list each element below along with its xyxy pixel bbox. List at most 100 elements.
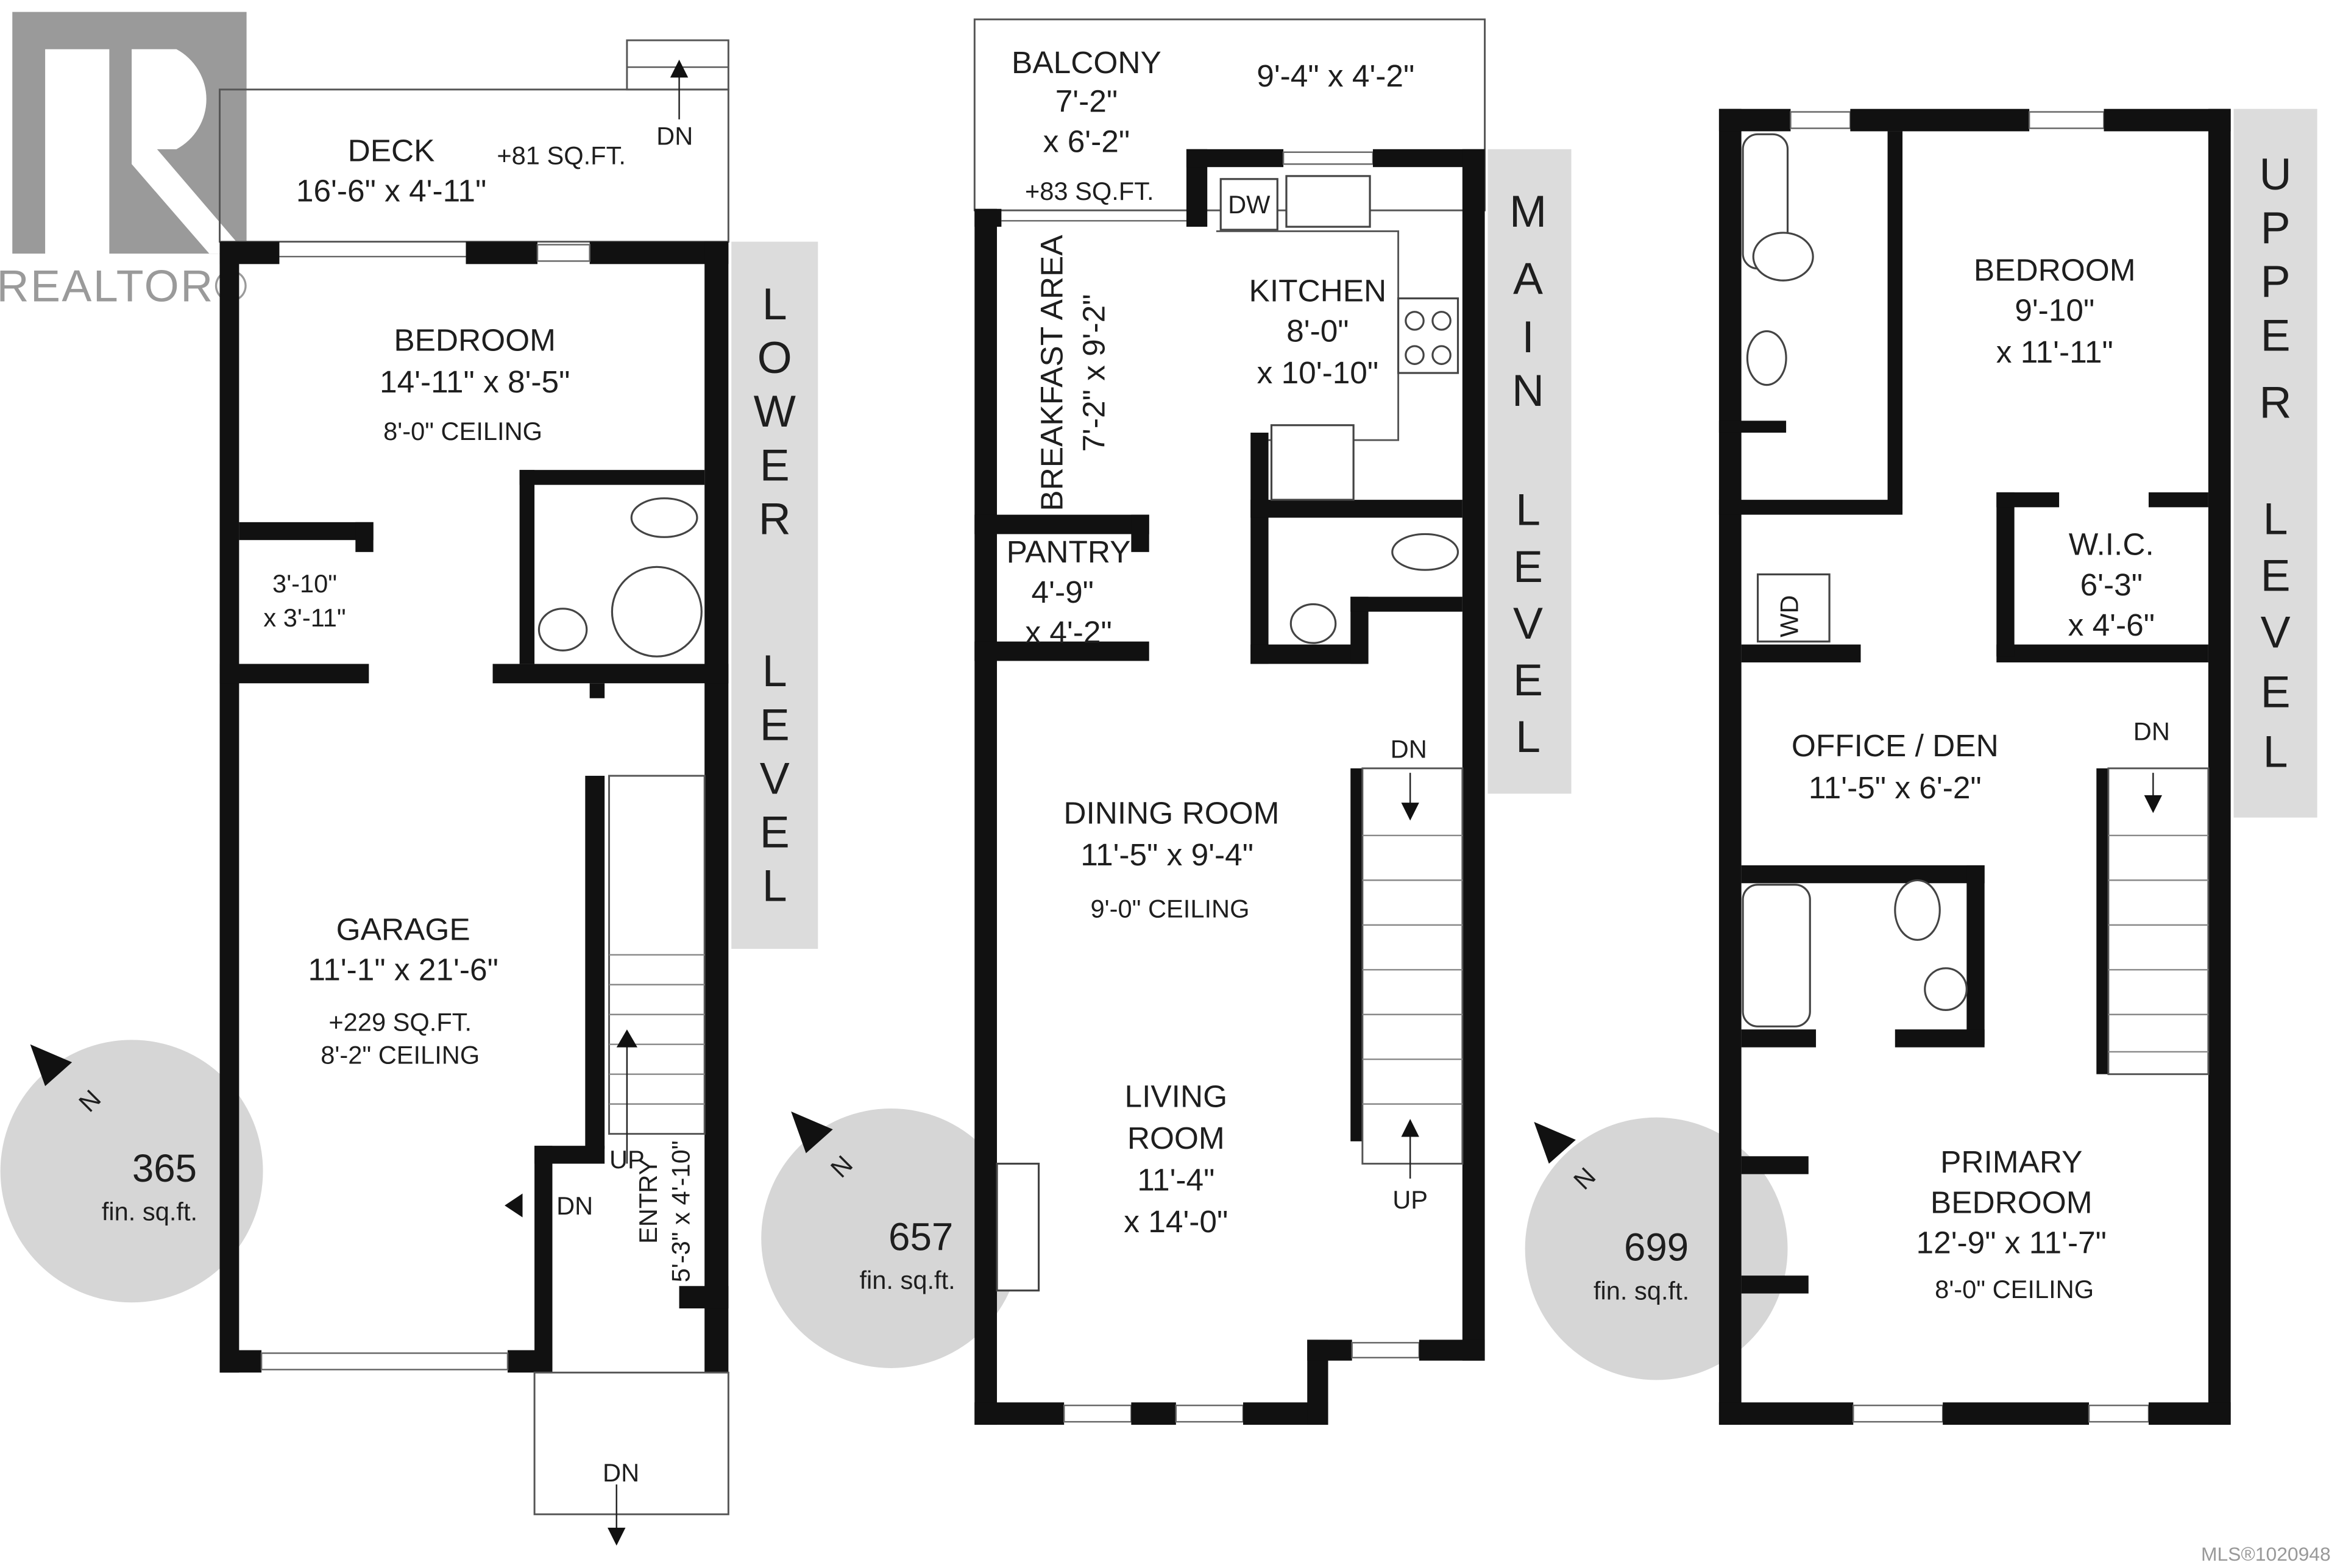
band-letter: V bbox=[1513, 598, 1543, 648]
stairs-up-label: UP bbox=[1392, 1185, 1428, 1214]
main-fixtures bbox=[996, 175, 1464, 1292]
balcony-label: BALCONY bbox=[1012, 44, 1161, 80]
arrow-down-icon bbox=[2144, 795, 2163, 814]
stove bbox=[1397, 297, 1459, 374]
living-label: ROOM bbox=[1127, 1120, 1225, 1155]
bedroom-ceiling: 8'-0" CEILING bbox=[383, 417, 542, 445]
dining-label: DINING ROOM bbox=[1063, 795, 1279, 830]
dining-ceiling: 9'-0" CEILING bbox=[1091, 895, 1250, 923]
north-arrow-icon bbox=[1534, 1122, 1576, 1164]
fireplace bbox=[996, 1162, 1040, 1292]
arrow-down-icon bbox=[1401, 803, 1419, 821]
band-letter: W bbox=[754, 386, 796, 436]
garage-extra: +229 SQ.FT. bbox=[328, 1008, 472, 1037]
band-letter: E bbox=[2261, 310, 2291, 360]
main-level: N 657 fin. sq.ft. M A I N L E V E L bbox=[761, 18, 1572, 1425]
band-letter: U bbox=[2260, 149, 2292, 199]
garage-size: 11'-1" x 21'-6" bbox=[308, 951, 498, 987]
deck-dn: DN bbox=[656, 121, 693, 150]
band-letter: E bbox=[1513, 655, 1543, 705]
primary-bedroom-label: PRIMARY bbox=[1940, 1144, 2082, 1179]
dishwasher-label: DW bbox=[1228, 190, 1271, 219]
pantry-label: PANTRY bbox=[1007, 534, 1131, 569]
band-letter: E bbox=[760, 440, 790, 490]
lower-area: 365 bbox=[132, 1147, 197, 1190]
pantry-size: x 4'-2" bbox=[1025, 614, 1112, 650]
band-letter: M bbox=[1509, 186, 1547, 236]
north-arrow-icon bbox=[791, 1111, 833, 1154]
level-band bbox=[731, 241, 818, 949]
lower-level: N 365 fin. sq.ft. L O W E R L E V E L bbox=[0, 39, 818, 1546]
band-letter: L bbox=[762, 861, 787, 911]
breakfast-label: BREAKFAST AREA bbox=[1034, 235, 1069, 511]
lower-fixtures bbox=[505, 497, 729, 1546]
balcony-size-alt: 9'-4" x 4'-2" bbox=[1257, 58, 1414, 93]
band-letter: L bbox=[762, 279, 787, 329]
main-area-unit: fin. sq.ft. bbox=[859, 1266, 955, 1294]
band-letter: N bbox=[1512, 366, 1544, 416]
bedroom-size: x 11'-11" bbox=[1996, 334, 2113, 369]
primary-bedroom-size: 12'-9" x 11'-7" bbox=[1916, 1224, 2107, 1260]
balcony-size: 7'-2" bbox=[1055, 83, 1118, 119]
washer-dryer bbox=[1756, 573, 1831, 643]
deck-outline bbox=[219, 88, 729, 243]
band-letter: L bbox=[2263, 726, 2288, 776]
band-letter: V bbox=[760, 753, 790, 803]
deck-stairs bbox=[626, 39, 729, 91]
deck-label: DECK bbox=[348, 132, 435, 168]
kitchen-size: 8'-0" bbox=[1286, 313, 1349, 349]
band-letter: E bbox=[760, 700, 790, 750]
band-letter: P bbox=[2261, 257, 2291, 307]
office-label: OFFICE / DEN bbox=[1792, 728, 1999, 763]
living-size: x 14'-0" bbox=[1124, 1204, 1228, 1239]
band-letter: L bbox=[762, 646, 787, 696]
garage-label: GARAGE bbox=[336, 911, 470, 946]
band-letter: L bbox=[1516, 712, 1540, 762]
washer-dryer-label: WD bbox=[1775, 595, 1804, 637]
arrow-up-icon bbox=[670, 59, 689, 78]
arrow-up-icon bbox=[1401, 1119, 1419, 1137]
stairs-dn-label: DN bbox=[2133, 717, 2170, 745]
closet-size: 3'-10" bbox=[272, 569, 337, 598]
upper-area: 699 bbox=[1624, 1226, 1689, 1269]
level-band bbox=[1487, 149, 1572, 794]
band-letter: E bbox=[760, 807, 790, 857]
upper-band-text: U P P E R L E V E L bbox=[2260, 149, 2292, 776]
mls-number: MLS®1020948 bbox=[2201, 1543, 2331, 1565]
band-letter: R bbox=[2260, 377, 2292, 427]
band-letter: E bbox=[2261, 550, 2291, 600]
deck-size: 16'-6" x 4'-11" bbox=[296, 172, 486, 208]
entry-size: 5'-3" x 4'-10" bbox=[667, 1141, 695, 1283]
primary-bedroom-ceiling: 8'-0" CEILING bbox=[1935, 1275, 2094, 1304]
bedroom-label: BEDROOM bbox=[394, 322, 556, 357]
balcony-size: x 6'-2" bbox=[1043, 124, 1130, 159]
main-area: 657 bbox=[888, 1216, 953, 1259]
garage-ceiling: 8'-2" CEILING bbox=[321, 1041, 480, 1070]
arrow-up-icon bbox=[616, 1029, 638, 1048]
entry-label: ENTRY bbox=[634, 1158, 662, 1244]
lower-area-unit: fin. sq.ft. bbox=[102, 1197, 197, 1226]
kitchen-size: x 10'-10" bbox=[1257, 355, 1379, 390]
stairs-up-label: UP bbox=[609, 1145, 645, 1174]
bedroom-size: 14'-11" x 8'-5" bbox=[380, 364, 570, 399]
sink bbox=[1285, 175, 1371, 228]
lower-band-text: L O W E R L E V E L bbox=[754, 279, 796, 911]
band-letter: L bbox=[1516, 485, 1540, 535]
office-size: 11'-5" x 6'-2" bbox=[1809, 770, 1982, 805]
arrow-left-icon bbox=[505, 1193, 523, 1218]
wic-size: x 4'-6" bbox=[2068, 607, 2155, 642]
front-dn-label: DN bbox=[603, 1458, 639, 1487]
closet-size: x 3'-11" bbox=[263, 603, 346, 632]
band-letter: I bbox=[1522, 312, 1534, 362]
realtor-logo: REALTOR® bbox=[0, 12, 247, 311]
deck-extra: +81 SQ.FT. bbox=[497, 141, 626, 169]
main-walls bbox=[974, 149, 1485, 1425]
pantry-size: 4'-9" bbox=[1032, 574, 1094, 609]
dining-size: 11'-5" x 9'-4" bbox=[1080, 837, 1253, 872]
dishwasher bbox=[1219, 178, 1278, 231]
bedroom-size: 9'-10" bbox=[2015, 292, 2094, 327]
main-band-text: M A I N L E V E L bbox=[1509, 186, 1547, 762]
breakfast-size: 7'-2" x 9'-2" bbox=[1076, 294, 1111, 452]
bedroom-label: BEDROOM bbox=[1974, 252, 2136, 287]
